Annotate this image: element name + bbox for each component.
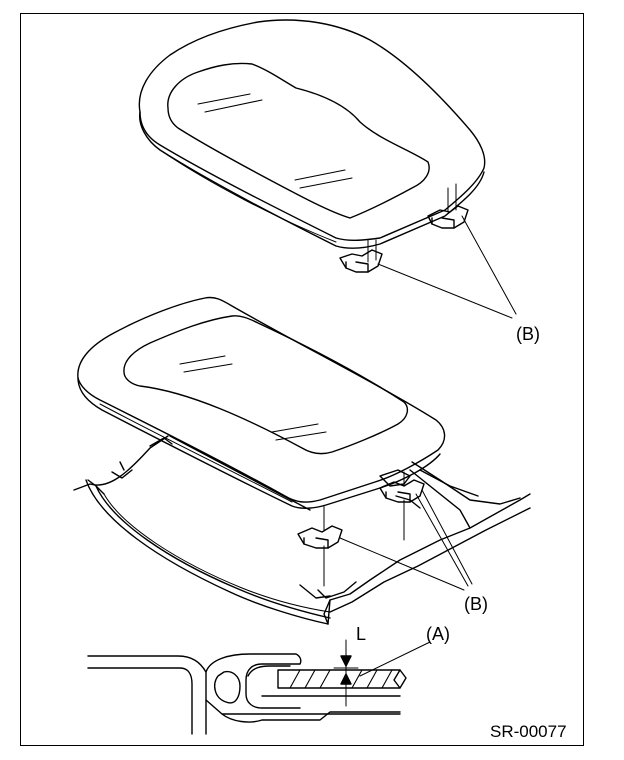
top-guide-lines bbox=[367, 183, 457, 263]
mid-bracket-b-left bbox=[297, 525, 343, 549]
middle-guide-lines bbox=[323, 471, 405, 587]
label-a: (A) bbox=[426, 624, 450, 644]
mid-b-leaders bbox=[339, 489, 473, 591]
label-b-bottom: (B) bbox=[464, 594, 488, 614]
top-b-leaders bbox=[377, 215, 517, 319]
top-bracket-b-left bbox=[339, 249, 383, 273]
top-bracket-b-right bbox=[427, 205, 469, 229]
figure-frame bbox=[20, 13, 584, 746]
label-l: L bbox=[356, 624, 367, 644]
middle-glass-panel bbox=[77, 296, 446, 509]
sunroof-frame bbox=[73, 435, 531, 625]
figure-code: SR-00077 bbox=[490, 722, 567, 741]
label-b-top: (B) bbox=[516, 324, 540, 344]
cross-section bbox=[87, 639, 431, 735]
